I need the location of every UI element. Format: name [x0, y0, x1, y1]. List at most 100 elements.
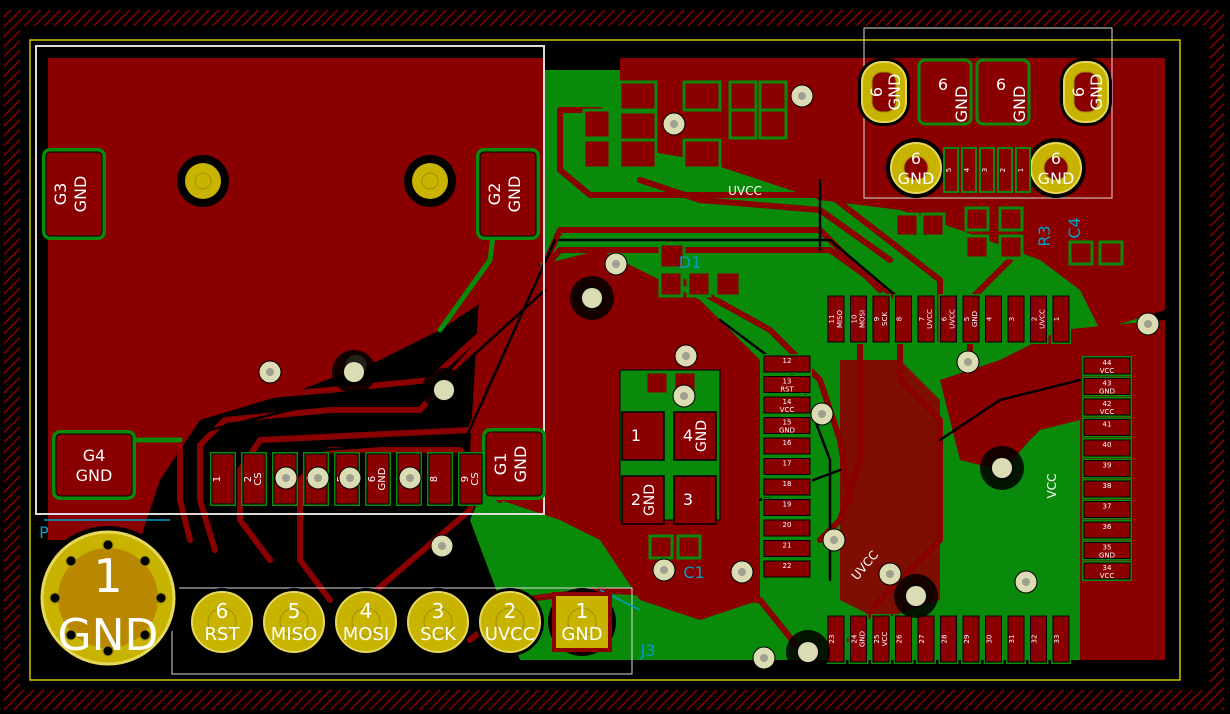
mcu-pin-8[interactable]: 8 [893, 294, 914, 344]
ground-pad-net: GND [505, 176, 524, 213]
via [662, 112, 686, 136]
via-ring [344, 362, 364, 382]
mcu-pin-31[interactable]: 31 [1006, 614, 1026, 664]
mcu-pin-28[interactable]: 28 [938, 614, 959, 664]
mcu-pin-36[interactable]: 36 [1082, 520, 1132, 540]
via [258, 360, 282, 384]
mcu-pin-41[interactable]: 41 [1082, 417, 1132, 438]
mcu-pin-22[interactable]: 22 [762, 559, 812, 579]
usb-signal-pin-number: 4 [963, 167, 971, 172]
mcu-pin-38[interactable]: 38 [1082, 479, 1132, 499]
usb-signal-pin-2[interactable]: 2 [997, 147, 1013, 193]
mcu-pin-12[interactable]: 12 [762, 354, 812, 374]
usb-signal-pin-3[interactable]: 3 [979, 147, 995, 193]
mcu-pin-3[interactable]: 3 [1006, 294, 1026, 344]
usb-signal-pin-5[interactable]: 5 [943, 147, 959, 193]
mcu-pin-37[interactable]: 37 [1082, 499, 1132, 520]
mcu-pin-19[interactable]: 19 [762, 497, 812, 518]
mcu-pin-net: MOSI [859, 310, 867, 328]
mcu-pin-20[interactable]: 20 [762, 518, 812, 538]
mcu-pin-number: 27 [918, 635, 926, 644]
mcu-pin-net: GND [1099, 552, 1115, 560]
ground-pad-ref: G1 [491, 453, 510, 476]
crystal-pad-1[interactable]: 1 [621, 411, 665, 461]
mcu-pin-16[interactable]: 16 [762, 436, 812, 456]
mcu-pin-32[interactable]: 32 [1028, 614, 1049, 664]
mcu-pin-23[interactable]: 23 [826, 614, 846, 664]
mcu-pin-33[interactable]: 33 [1051, 614, 1071, 664]
connector-pin-8[interactable]: 8 [427, 452, 453, 506]
header-pin-net: MISO [271, 624, 317, 645]
mcu-pin-17[interactable]: 17 [762, 456, 812, 477]
mcu-pin-21[interactable]: 21 [762, 538, 812, 559]
mcu-pin-1[interactable]: 1 [1051, 294, 1071, 344]
via [730, 560, 754, 584]
via [306, 466, 330, 490]
mcu-pin-4[interactable]: 4 [983, 294, 1004, 344]
ground-pad-net: GND [76, 466, 113, 485]
connector-pin-1[interactable]: 1 [210, 452, 236, 506]
mcu-pin-26[interactable]: 26 [893, 614, 914, 664]
crystal-pad-number: 3 [683, 490, 693, 509]
mcu-pin-39[interactable]: 39 [1082, 458, 1132, 479]
mcu-pin-number: 15 [783, 419, 792, 427]
crystal-pad-net: GND [642, 484, 658, 516]
mcu-pin-30[interactable]: 30 [983, 614, 1004, 664]
mcu-pin-number: 14 [783, 398, 792, 406]
mcu-pin-number: 43 [1103, 380, 1112, 388]
mcu-pin-27[interactable]: 27 [916, 614, 936, 664]
mounting-hole[interactable]: 1 GND [36, 526, 180, 670]
connector-pin-net: GND [377, 467, 388, 490]
mounting-hole-number: 1 [93, 549, 122, 603]
usb-signal-pin-4[interactable]: 4 [961, 147, 977, 193]
crystal-pad-3[interactable]: 3 [673, 475, 717, 525]
usb-pad-net: GND [885, 74, 904, 111]
mcu-pin-29[interactable]: 29 [961, 614, 981, 664]
usb-signal-pin-1[interactable]: 1 [1015, 147, 1031, 193]
mcu-pin-18[interactable]: 18 [762, 477, 812, 497]
via [790, 84, 814, 108]
mcu-pin-40[interactable]: 40 [1082, 438, 1132, 458]
header-pin-net: MOSI [343, 624, 389, 645]
